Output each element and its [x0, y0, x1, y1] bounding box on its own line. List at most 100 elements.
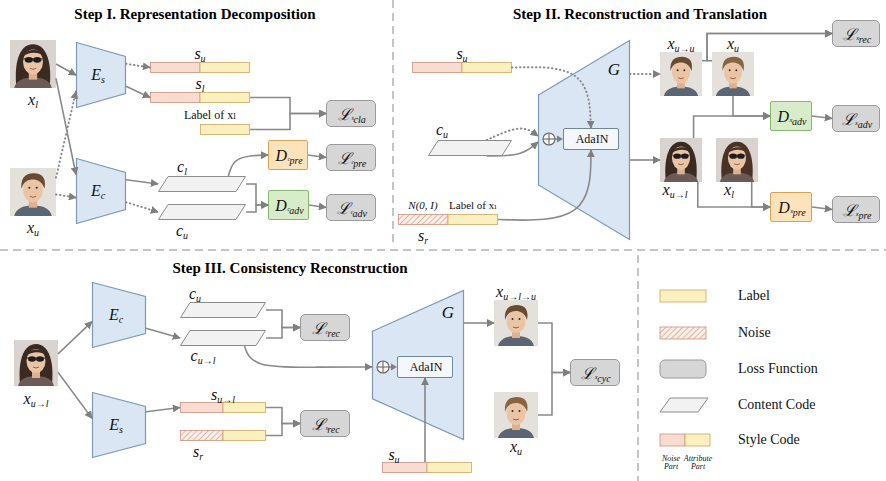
- connector-arrow: [250, 114, 326, 130]
- content-code: cu: [428, 140, 512, 156]
- face-photo: xl: [10, 40, 56, 88]
- connector-arrow: [812, 207, 832, 210]
- shape-outline: [660, 52, 702, 96]
- legend-swatch: [658, 395, 710, 415]
- loss-box: ℒˣcyc: [570, 359, 620, 386]
- legend-swatch: [658, 430, 710, 450]
- shape-outline: [716, 138, 758, 182]
- legend-text: Loss Function: [738, 361, 818, 377]
- discriminator-box: Dˣpre: [770, 192, 812, 222]
- node-text: ℒˣcyc: [581, 364, 610, 383]
- style-code: su→l: [180, 402, 266, 413]
- node-text: ℒᶜrec: [312, 319, 340, 338]
- connector-arrow: [487, 142, 538, 156]
- connector-arrow: [58, 322, 92, 354]
- connector-arrow: [250, 98, 326, 114]
- connector-arrow: [707, 34, 832, 61]
- node-text: su: [456, 44, 467, 63]
- connector-arrow: [702, 34, 832, 61]
- connector-arrow: [694, 116, 770, 138]
- connector-arrow: [698, 182, 770, 207]
- content-code: cu→l: [180, 330, 266, 346]
- separator-line: [637, 255, 639, 481]
- node-text: ℒˢcla: [338, 105, 365, 124]
- shape-outline: [200, 124, 250, 135]
- node-text: G: [442, 304, 454, 323]
- node-text: cu: [176, 222, 188, 241]
- node-text: Dᶜadv: [275, 197, 304, 216]
- shape-outline: [712, 52, 754, 96]
- connector-arrow: [126, 64, 150, 68]
- connector-arrow: [266, 424, 300, 436]
- legend-sublabel: Attribute Part: [680, 455, 716, 472]
- loss-box: ℒᶜpre: [326, 144, 376, 171]
- shape-outline: [494, 392, 538, 438]
- face-photo: xu: [712, 52, 754, 96]
- shape-outline: [180, 330, 266, 346]
- connector-arrow: [812, 116, 832, 119]
- connector-arrow: [126, 86, 150, 97]
- node-text: xu: [510, 438, 522, 457]
- loss-box: ℒˢcla: [326, 100, 376, 127]
- style-code: sl: [150, 92, 250, 103]
- node-text: Ec: [91, 182, 105, 201]
- connector-arrow: [630, 159, 660, 161]
- connector-arrow: [228, 155, 268, 176]
- node-text: xu→l: [24, 390, 49, 409]
- shape-outline: [398, 214, 498, 225]
- connector-arrow: [246, 205, 268, 212]
- shape-outline: [158, 176, 246, 192]
- node-text: Dᶜpre: [275, 147, 302, 166]
- connector-arrow: [512, 67, 591, 128]
- loss-box: ℒᶜadv: [326, 194, 376, 221]
- connector-arrow: [56, 64, 76, 75]
- loss-box: ℒᶜrec: [300, 314, 350, 341]
- loss-box: ℒˣrec: [832, 20, 880, 47]
- legend-text: Style Code: [738, 432, 800, 448]
- node-text: su: [388, 445, 399, 464]
- node-text: xl: [28, 91, 38, 110]
- legend-swatch: [658, 286, 710, 306]
- connector-arrow: [146, 408, 180, 412]
- node-text: xu: [27, 219, 39, 238]
- loss-box: ℒˣadv: [832, 105, 880, 132]
- node-text: Dˣadv: [778, 108, 807, 127]
- loss-box: ℒˣpre: [832, 196, 880, 223]
- encoder-block: Ec: [76, 158, 126, 224]
- node-text: ℒˣadv: [842, 110, 872, 129]
- node-text: AdaIN: [410, 361, 443, 374]
- content-code: cu: [180, 302, 266, 318]
- legend-text: Label: [738, 288, 770, 304]
- legend-swatch: [658, 359, 710, 379]
- encoder-block: Ec: [92, 282, 146, 348]
- generator-block: G AdaIN: [372, 290, 464, 440]
- legend-text: Content Code: [738, 397, 815, 413]
- legend-swatch: [658, 323, 710, 343]
- discriminator-box: Dᶜpre: [268, 140, 308, 170]
- connector-arrow: [424, 378, 426, 462]
- connector-arrow: [126, 180, 158, 184]
- node-text: su→l: [211, 385, 235, 404]
- connector-arrow: [58, 372, 92, 418]
- face-photo: xu→l→u: [494, 300, 538, 346]
- node-text: cl: [177, 158, 187, 177]
- separator-line: [392, 0, 394, 245]
- panel-title: Step II. Reconstruction and Translation: [513, 6, 767, 23]
- connector-arrow: [752, 182, 770, 207]
- connector-arrow: [733, 96, 770, 116]
- generator-block: GAdaIN: [538, 40, 630, 240]
- node-text: xu→l: [663, 181, 688, 200]
- face-photo: xu→u: [660, 52, 702, 96]
- shape-outline: [494, 300, 538, 346]
- node-text: cu→l: [191, 347, 216, 366]
- shape-outline: [412, 62, 512, 73]
- legend-text: Noise: [738, 325, 771, 341]
- connector-arrow: [266, 310, 300, 328]
- face-photo: xu: [494, 392, 538, 438]
- discriminator-box: Dᶜadv: [268, 190, 309, 220]
- node-text: Ec: [109, 306, 123, 325]
- node-text: G: [608, 61, 620, 80]
- connector-arrow: [246, 184, 268, 205]
- node-text: ℒˣrec: [843, 25, 871, 44]
- node-text: su: [194, 44, 205, 63]
